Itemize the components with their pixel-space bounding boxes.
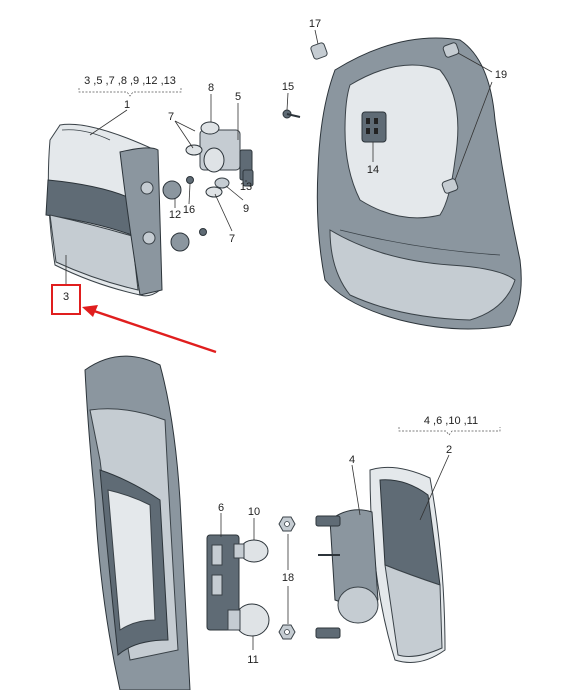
bulb-holder-6 xyxy=(206,534,240,631)
leader-lines xyxy=(65,29,493,650)
callout-7-top: 7 xyxy=(168,111,174,123)
callout-14: 14 xyxy=(367,164,379,176)
cap-nut-19-bottom xyxy=(441,178,459,194)
callout-7-bottom: 7 xyxy=(229,233,235,245)
callout-6: 6 xyxy=(218,502,224,514)
callout-2: 2 xyxy=(446,444,452,456)
bulb-11 xyxy=(227,603,270,637)
nut-18-top xyxy=(278,516,296,532)
cap-nut-17 xyxy=(310,42,328,60)
callout-4: 4 xyxy=(349,454,355,466)
grommet-12-bottom xyxy=(170,232,190,252)
callout-10: 10 xyxy=(248,506,260,518)
callout-1: 1 xyxy=(124,99,130,111)
callout-11: 11 xyxy=(247,654,258,666)
bulb-carrier-assembly-top xyxy=(185,121,254,198)
car-body-side-panel xyxy=(84,355,191,690)
highlight-arrow xyxy=(82,305,217,354)
group-label-bottom: 4 ,6 ,10 ,11 xyxy=(424,415,478,427)
screw-15 xyxy=(282,109,301,119)
connector-housing xyxy=(361,111,387,143)
highlight-box xyxy=(51,284,81,315)
screw-16-bottom xyxy=(199,228,207,236)
tail-light-2 xyxy=(369,466,446,663)
callout-16: 16 xyxy=(183,204,195,216)
grommet-12-top xyxy=(162,180,182,200)
nut-18-bottom xyxy=(278,624,296,640)
car-body-rear-panel xyxy=(316,37,522,330)
screw-16-top xyxy=(186,176,194,184)
group-brace-top xyxy=(78,88,182,97)
callout-3: 3 xyxy=(63,291,69,303)
callout-8: 8 xyxy=(208,82,214,94)
callout-5: 5 xyxy=(235,91,241,103)
callout-15: 15 xyxy=(282,81,294,93)
tail-light-housing-3 xyxy=(45,123,163,297)
callout-9: 9 xyxy=(243,203,249,215)
callout-17: 17 xyxy=(309,18,321,30)
callout-19: 19 xyxy=(495,69,507,81)
group-brace-bottom xyxy=(398,427,501,436)
callout-12: 12 xyxy=(169,209,181,221)
bulb-carrier-4 xyxy=(315,509,379,639)
cap-nut-19-top xyxy=(442,42,460,58)
callout-13: 13 xyxy=(240,181,252,193)
callout-18: 18 xyxy=(282,572,294,584)
group-label-top: 3 ,5 ,7 ,8 ,9 ,12 ,13 xyxy=(84,75,176,87)
